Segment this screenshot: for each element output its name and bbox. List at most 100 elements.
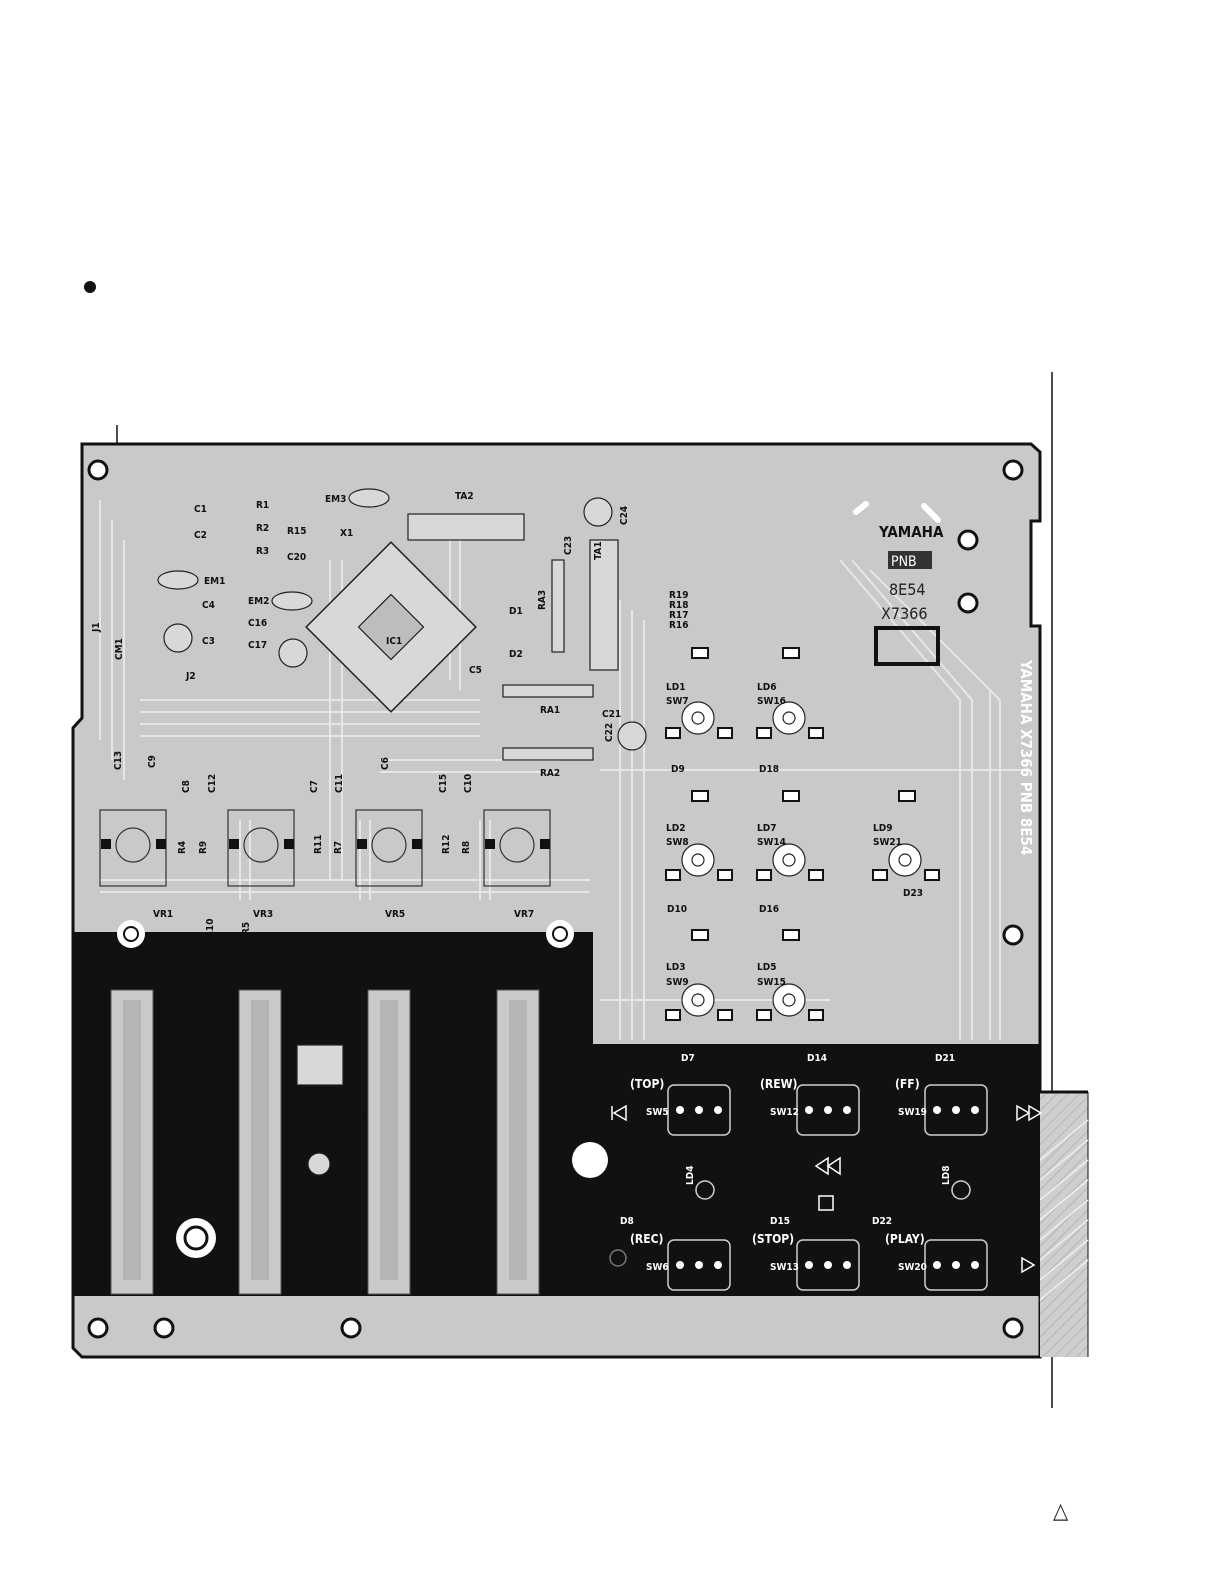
svg-text:LD4: LD4 [685,1166,696,1185]
mounting-holes [87,459,1024,1339]
play-button-label: (PLAY) [885,1232,925,1246]
svg-text:D14: D14 [807,1053,827,1064]
svg-text:C17: C17 [248,640,267,651]
part-number: 8E54 [889,580,926,599]
svg-text:IC1: IC1 [386,636,402,647]
svg-text:SW13: SW13 [770,1262,799,1273]
svg-text:VR2: VR2 [92,1130,103,1150]
svg-text:R14: R14 [346,1110,365,1121]
svg-text:VR8: VR8 [479,1130,490,1150]
svg-text:D22: D22 [872,1216,892,1227]
svg-text:LD3: LD3 [666,962,685,973]
svg-text:SW5: SW5 [646,1107,669,1118]
svg-text:C5: C5 [469,665,482,676]
stop-button-label: (STOP) [752,1232,794,1246]
svg-text:VR4: VR4 [221,1130,232,1150]
svg-text:X1: X1 [340,528,353,539]
svg-text:C12: C12 [207,774,218,793]
rew-button-label: (REW) [760,1077,798,1091]
svg-text:RA1: RA1 [540,705,560,716]
svg-text:IC2: IC2 [281,1024,292,1040]
key-switches [665,647,940,1021]
svg-text:RA3: RA3 [537,590,548,610]
led-switch-labels: LD1 SW7 D9 LD6 SW16 D18 LD2 SW8 D10 LD7 … [665,682,923,1057]
svg-text:R12: R12 [441,835,452,854]
svg-text:SW9: SW9 [666,977,689,988]
svg-text:C4: C4 [202,600,215,611]
svg-text:C2: C2 [194,530,207,541]
svg-text:C23: C23 [563,536,574,555]
svg-text:SW14: SW14 [757,837,786,848]
svg-text:R1: R1 [256,500,269,511]
ff-button-label: (FF) [895,1077,920,1091]
svg-text:J2: J2 [185,671,196,682]
svg-text:LD2: LD2 [666,823,685,834]
svg-text:SW12: SW12 [770,1107,799,1118]
svg-text:R15: R15 [287,526,306,537]
svg-text:R8: R8 [461,841,472,854]
svg-text:R16: R16 [669,620,688,631]
svg-text:D16: D16 [759,904,779,915]
svg-text:R6: R6 [337,999,348,1012]
svg-text:D18: D18 [759,764,779,775]
svg-text:C19: C19 [312,1004,331,1015]
svg-text:TA1: TA1 [593,541,604,560]
svg-text:EM1: EM1 [204,576,225,587]
slider-pots [110,989,540,1295]
svg-text:C15: C15 [438,774,449,793]
svg-text:VR6: VR6 [354,1130,365,1150]
svg-text:R17: R17 [669,610,688,621]
rec-button-label: (REC) [630,1232,664,1246]
svg-text:LD6: LD6 [757,682,776,693]
svg-text:C10: C10 [463,774,474,793]
svg-text:C8: C8 [181,780,192,793]
slider-holes [117,920,574,948]
svg-text:SW6: SW6 [646,1262,669,1273]
rotary-pads [101,839,550,849]
mirror-marking: YAMAHA X7366 PNB 8E54 [1017,659,1035,855]
svg-text:VR7: VR7 [514,909,534,920]
svg-text:SW20: SW20 [898,1262,927,1273]
svg-text:EM3: EM3 [325,494,346,505]
svg-text:TA2: TA2 [455,491,474,502]
svg-text:LD8: LD8 [941,1166,952,1185]
top-button-label: (TOP) [630,1077,664,1091]
svg-text:R9: R9 [198,841,209,854]
svg-text:D23: D23 [903,888,923,899]
svg-text:D1: D1 [509,606,523,617]
svg-text:D9: D9 [671,764,685,775]
svg-text:SW16: SW16 [757,696,786,707]
board-number: X7366 [881,604,927,623]
svg-text:SW8: SW8 [666,837,689,848]
svg-text:C1: C1 [194,504,207,515]
pot-labels: VR1 VR3 VR5 VR7 VR2 VR4 VR6 VR8 [92,909,534,1150]
svg-text:C14: C14 [337,1141,356,1152]
svg-text:VR3: VR3 [253,909,273,920]
svg-text:D11: D11 [665,1046,685,1057]
svg-text:C11: C11 [334,774,345,793]
svg-text:C16: C16 [248,618,267,629]
bullet-dot [84,281,96,293]
svg-text:D10: D10 [667,904,687,915]
brand-logo: YAMAHA [878,523,944,541]
svg-text:SW15: SW15 [757,977,786,988]
svg-text:D8: D8 [620,1216,634,1227]
svg-text:EM2: EM2 [248,596,269,607]
svg-text:VR1: VR1 [153,909,173,920]
svg-text:VR5: VR5 [385,909,405,920]
svg-text:C3: C3 [202,636,215,647]
pcb-tab [1040,1092,1088,1357]
svg-text:R10: R10 [205,919,216,938]
svg-text:CM1: CM1 [114,638,125,660]
svg-text:R19: R19 [669,590,688,601]
svg-text:R18: R18 [669,600,688,611]
transport-symbols [611,1104,1043,1274]
svg-text:D15: D15 [770,1216,790,1227]
svg-text:C9: C9 [147,755,158,768]
svg-text:SW19: SW19 [898,1107,927,1118]
svg-text:RA2: RA2 [540,768,560,779]
svg-text:J1: J1 [91,622,102,633]
svg-text:LD5: LD5 [757,962,776,973]
svg-text:C20: C20 [287,552,306,563]
